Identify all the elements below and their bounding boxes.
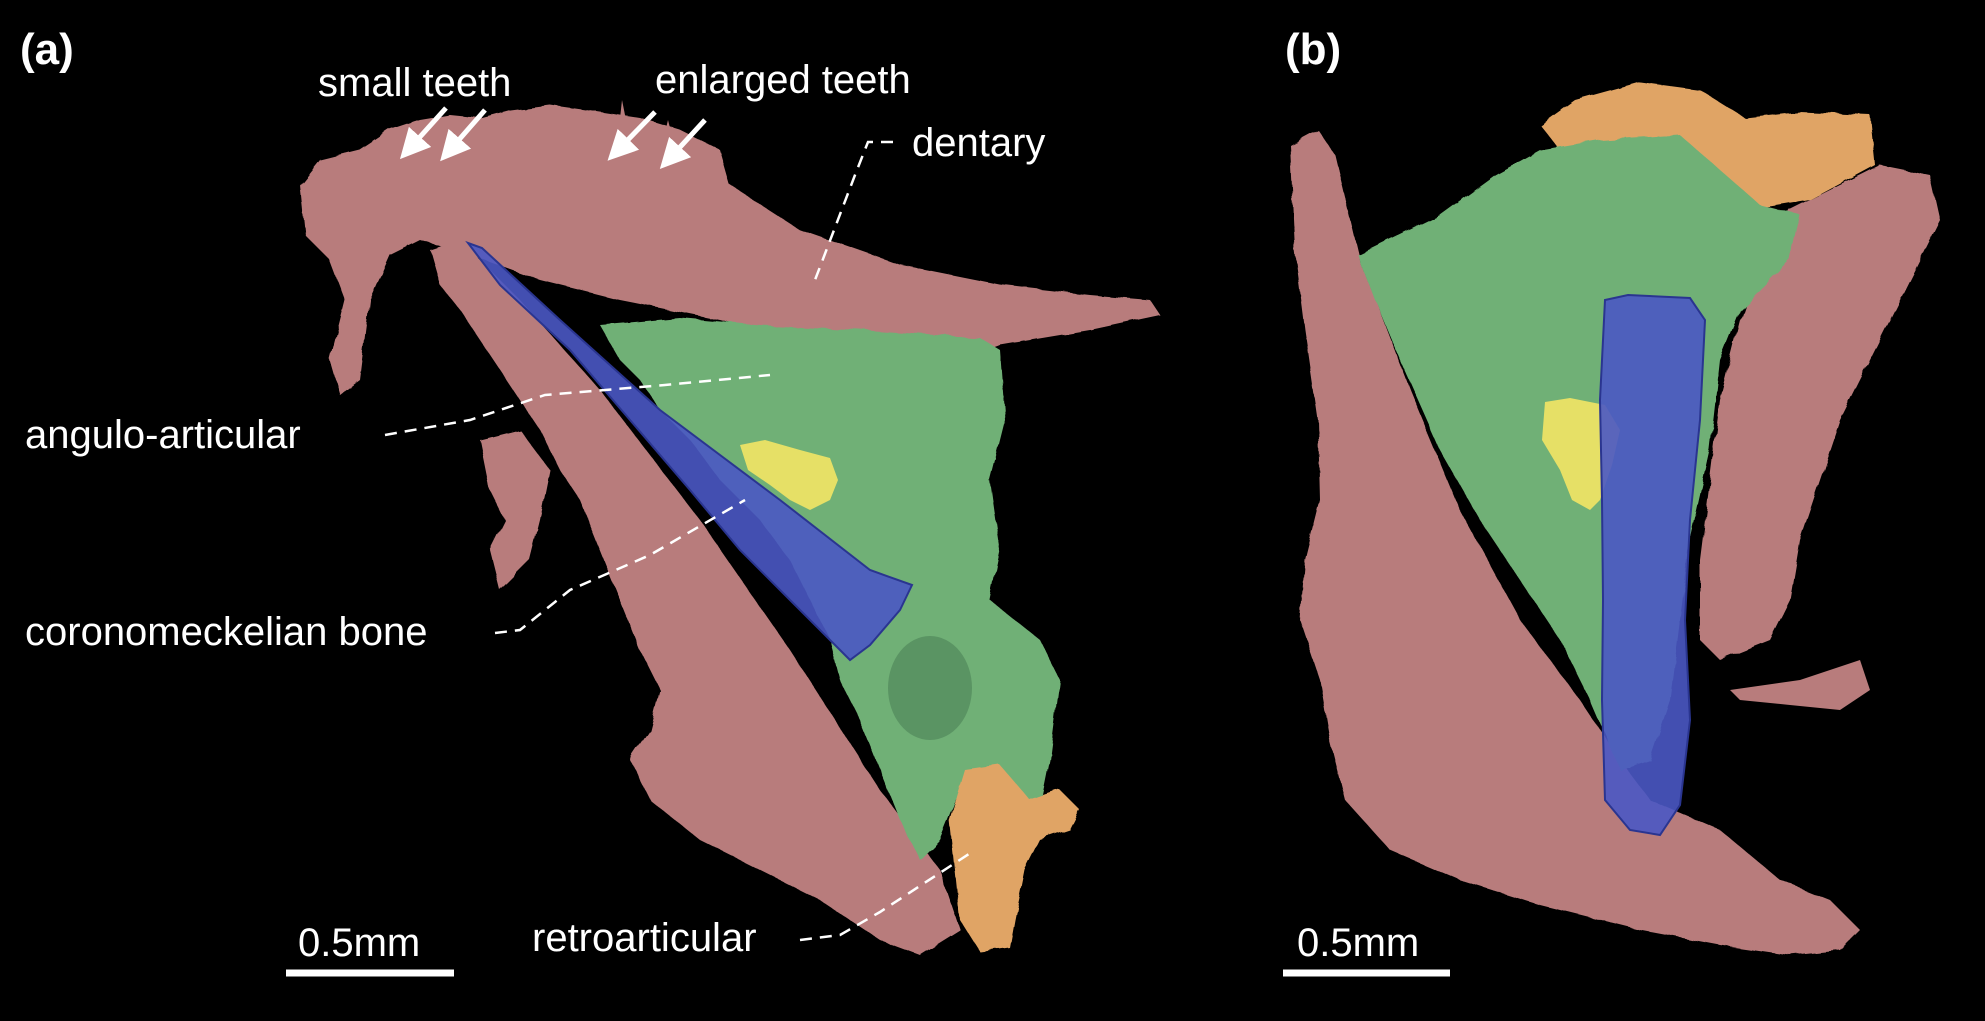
fragment-b (1730, 660, 1870, 710)
dentary-fragment-a (480, 430, 550, 590)
annotation-small-teeth: small teeth (318, 61, 512, 105)
retroarticular-bone-a (950, 765, 1080, 952)
panel-label-a: (a) (20, 25, 74, 74)
enlarged-teeth-arrow-2 (659, 118, 707, 170)
scale-bar-label-b: 0.5mm (1297, 921, 1420, 965)
enlarged-teeth-arrow-1 (607, 110, 657, 161)
coronomeckelian-leader (494, 498, 746, 635)
panel-label-b: (b) (1285, 25, 1342, 74)
leaders-a (384, 140, 976, 942)
small-teeth-arrow-2 (440, 108, 487, 162)
annotation-dentary: dentary (912, 121, 1046, 165)
coronomeckelian-bone-b (1598, 293, 1707, 837)
yellow-element-a (740, 440, 838, 510)
angulo-articular-leader (384, 373, 771, 437)
dentary-bone-a (300, 105, 1160, 395)
scale-bar-label-a: 0.5mm (298, 921, 421, 965)
retroarticular-bone-b (1540, 82, 1875, 208)
dentary-bone-b (1290, 130, 1860, 955)
dentary-lower-a (430, 240, 960, 955)
dentary-leader (813, 140, 893, 281)
fossa-a (888, 636, 972, 740)
small-teeth-arrow-1 (399, 106, 448, 160)
panel-a-render (300, 100, 1160, 955)
annotation-enlarged-teeth: enlarged teeth (655, 58, 911, 102)
annotation-coronomeckelian: coronomeckelian bone (25, 610, 428, 654)
panel-b-render (1290, 82, 1940, 955)
annotation-retroarticular: retroarticular (532, 916, 757, 960)
retroarticular-leader (799, 848, 976, 942)
arrows-a (399, 106, 707, 170)
annotation-angulo-articular: angulo-articular (25, 413, 301, 457)
coronomeckelian-bone-a (465, 240, 914, 662)
